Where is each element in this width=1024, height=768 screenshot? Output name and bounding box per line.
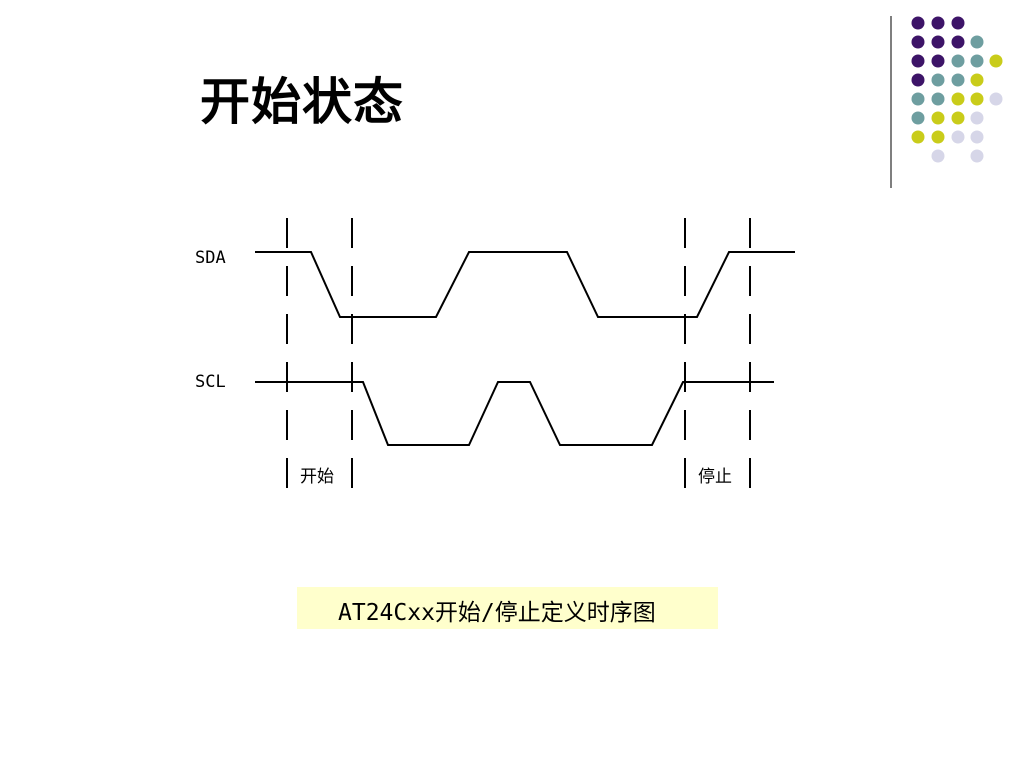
decorative-dot — [989, 54, 1003, 68]
decorative-dot — [931, 54, 945, 68]
decorative-dot — [951, 73, 965, 87]
vertical-divider — [890, 16, 892, 188]
decorative-dot — [931, 149, 945, 163]
decorative-dot — [911, 130, 925, 144]
dashed-marker-lines — [286, 218, 751, 503]
decorative-dot — [989, 92, 1003, 106]
decorative-dot-grid — [911, 16, 1003, 163]
decorative-dot — [951, 16, 965, 30]
decorative-dot — [911, 73, 925, 87]
decorative-dot — [911, 16, 925, 30]
slide-title: 开始状态 — [200, 73, 404, 131]
scl-label: SCL — [195, 372, 226, 392]
start-marker-label: 开始 — [300, 467, 334, 487]
scl-waveform — [255, 381, 774, 446]
decorative-dot — [970, 149, 984, 163]
decorative-dot — [951, 54, 965, 68]
decorative-dot — [931, 92, 945, 106]
decorative-dot — [970, 73, 984, 87]
decorative-dot — [951, 35, 965, 49]
decorative-dot — [931, 130, 945, 144]
sda-label: SDA — [195, 248, 226, 268]
decorative-dot — [970, 111, 984, 125]
decorative-dot — [911, 92, 925, 106]
sda-waveform — [255, 251, 795, 318]
decorative-dot — [970, 92, 984, 106]
caption-box — [297, 587, 718, 629]
decorative-dot — [931, 35, 945, 49]
decorative-dot — [931, 111, 945, 125]
decorative-dot — [951, 130, 965, 144]
decorative-dot — [951, 111, 965, 125]
decorative-dot — [911, 111, 925, 125]
decorative-dot — [970, 54, 984, 68]
decorative-dot — [970, 35, 984, 49]
stop-marker-label: 停止 — [698, 467, 732, 487]
decorative-dot — [951, 92, 965, 106]
diagram-caption: AT24Cxx开始/停止定义时序图 — [338, 600, 656, 626]
decorative-dot — [911, 35, 925, 49]
decorative-dot — [931, 73, 945, 87]
decorative-dot — [931, 16, 945, 30]
decorative-dot — [970, 130, 984, 144]
decorative-dot — [911, 54, 925, 68]
